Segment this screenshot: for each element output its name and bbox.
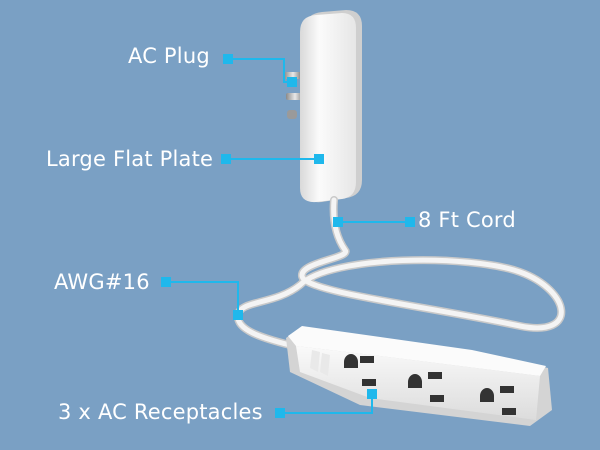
receptacle-2 (408, 372, 444, 402)
callout-awg: AWG#16 (54, 270, 150, 294)
receptacle-3 (480, 386, 516, 415)
flat-plate (300, 10, 362, 203)
callout-cord: 8 Ft Cord (418, 208, 516, 232)
receptacle-1 (344, 354, 376, 386)
callout-flat-plate: Large Flat Plate (46, 147, 214, 171)
callout-ac-plug: AC Plug (128, 44, 210, 68)
power-cord (234, 196, 566, 349)
leader-dots (161, 54, 415, 418)
callout-receptacles: 3 x AC Receptacles (58, 400, 263, 424)
power-strip (286, 326, 552, 426)
